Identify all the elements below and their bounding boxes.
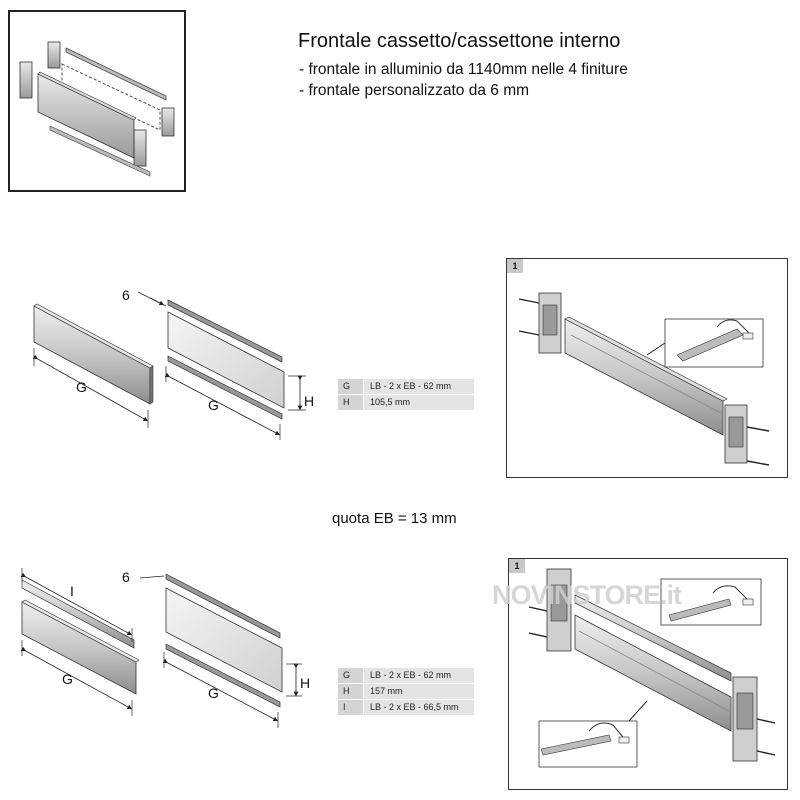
table-value: LB - 2 x EB - 66,5 mm	[364, 700, 474, 715]
watermark-logo: NOVINSTORE.it	[492, 580, 682, 610]
assembly-panel-1: 1	[506, 258, 788, 478]
step-badge: 1	[507, 259, 523, 273]
dim-i-2: I	[70, 583, 74, 599]
product-thumbnail	[8, 10, 186, 192]
table-key: I	[338, 700, 363, 715]
table-key: G	[338, 379, 363, 394]
rail-profile-2	[21, 579, 135, 649]
dim-h-2: H	[300, 675, 310, 691]
dim-g-right-1: G	[208, 397, 219, 413]
dim-g-left-2: G	[62, 671, 73, 687]
spec-line-aluminium: - frontale in alluminio da 1140mm nelle …	[299, 61, 628, 78]
table-row: H 157 mm	[338, 684, 474, 700]
aluminium-front-panel-1	[33, 303, 154, 405]
page-title: Frontale cassetto/cassettone interno	[298, 30, 621, 52]
quota-eb-label: quota EB = 13 mm	[332, 510, 457, 527]
spec-line-custom: - frontale personalizzato da 6 mm	[299, 82, 530, 99]
step-badge: 1	[509, 559, 525, 573]
table-key: H	[338, 684, 363, 699]
table-value: LB - 2 x EB - 62 mm	[364, 379, 474, 394]
dimension-table-2: G LB - 2 x EB - 62 mm H 157 mm I LB - 2 …	[338, 668, 474, 716]
table-value: LB - 2 x EB - 62 mm	[364, 668, 474, 683]
assembly-panel-2: 1	[508, 558, 788, 790]
table-key: G	[338, 668, 363, 683]
custom-front-panel-1	[167, 299, 285, 420]
table-row: I LB - 2 x EB - 66,5 mm	[338, 700, 474, 716]
table-value: 105,5 mm	[364, 395, 474, 410]
custom-front-panel-2	[165, 573, 283, 708]
table-value: 157 mm	[364, 684, 474, 699]
exploded-drawer-front-icon	[19, 41, 175, 177]
table-key: H	[338, 395, 363, 410]
table-row: G LB - 2 x EB - 62 mm	[338, 379, 474, 395]
table-row: H 105,5 mm	[338, 395, 474, 411]
dim-g-right-2: G	[208, 685, 219, 701]
dimension-table-1: G LB - 2 x EB - 62 mm H 105,5 mm	[338, 379, 474, 411]
dim-thickness-2: 6	[122, 569, 130, 585]
dim-h-1: H	[304, 393, 314, 409]
assembly-illustration-2	[528, 568, 776, 768]
table-row: G LB - 2 x EB - 62 mm	[338, 668, 474, 684]
dim-thickness-1: 6	[122, 287, 130, 303]
assembly-illustration-1	[518, 292, 770, 466]
dim-g-left-1: G	[76, 379, 87, 395]
aluminium-front-panel-2	[21, 599, 140, 695]
